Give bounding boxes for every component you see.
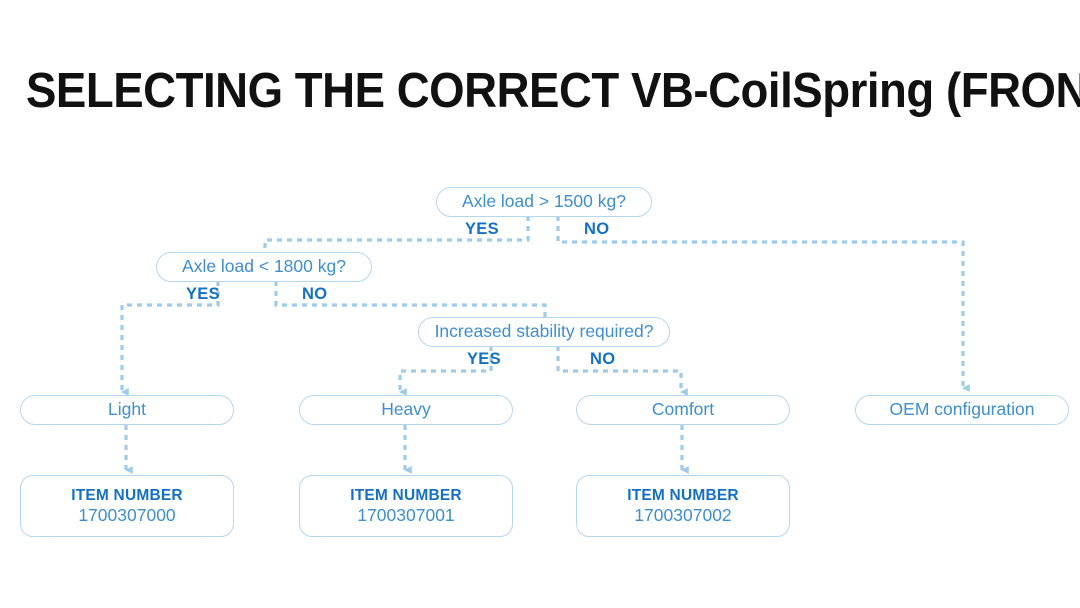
branch-label-d2-yes: YES — [186, 285, 220, 303]
outcome-node-comfort[interactable]: Comfort — [576, 395, 790, 425]
wire-d1-yes — [263, 216, 530, 252]
page-title: SELECTING THE CORRECT VB-CoilSpring (FRO… — [26, 64, 1080, 118]
item-number-value: 1700307002 — [634, 505, 732, 525]
decision-label: Axle load > 1500 kg? — [462, 191, 626, 212]
branch-label-d1-no: NO — [584, 220, 610, 238]
outcome-node-light[interactable]: Light — [20, 395, 234, 425]
item-number-box-heavy[interactable]: ITEM NUMBER 1700307001 — [299, 475, 513, 537]
wire-d1-no — [556, 216, 970, 392]
branch-label-d1-yes: YES — [465, 220, 499, 238]
wire-d3-yes — [398, 346, 493, 396]
item-number-box-light[interactable]: ITEM NUMBER 1700307000 — [20, 475, 234, 537]
item-number-value: 1700307001 — [357, 505, 455, 525]
wire-d3-no — [556, 346, 688, 396]
decision-node-axle-load-1500[interactable]: Axle load > 1500 kg? — [436, 187, 652, 217]
item-number-heading: ITEM NUMBER — [71, 486, 183, 504]
outcome-node-heavy[interactable]: Heavy — [299, 395, 513, 425]
wire-d2-yes — [120, 281, 220, 396]
branch-label-d3-no: NO — [590, 350, 616, 368]
decision-label: Increased stability required? — [434, 321, 654, 342]
decision-node-axle-load-1800[interactable]: Axle load < 1800 kg? — [156, 252, 372, 282]
outcome-node-oem-configuration[interactable]: OEM configuration — [855, 395, 1069, 425]
item-number-heading: ITEM NUMBER — [627, 486, 739, 504]
item-number-value: 1700307000 — [78, 505, 176, 525]
outcome-label: Light — [108, 399, 146, 420]
outcome-label: Comfort — [651, 399, 715, 420]
item-number-heading: ITEM NUMBER — [350, 486, 462, 504]
decision-node-increased-stability[interactable]: Increased stability required? — [418, 317, 670, 347]
branch-label-d2-no: NO — [302, 285, 328, 303]
outcome-label: OEM configuration — [889, 399, 1035, 420]
branch-label-d3-yes: YES — [467, 350, 501, 368]
wire-d2-no — [274, 281, 547, 317]
decision-label: Axle load < 1800 kg? — [182, 256, 346, 277]
item-number-box-comfort[interactable]: ITEM NUMBER 1700307002 — [576, 475, 790, 537]
outcome-label: Heavy — [381, 399, 431, 420]
